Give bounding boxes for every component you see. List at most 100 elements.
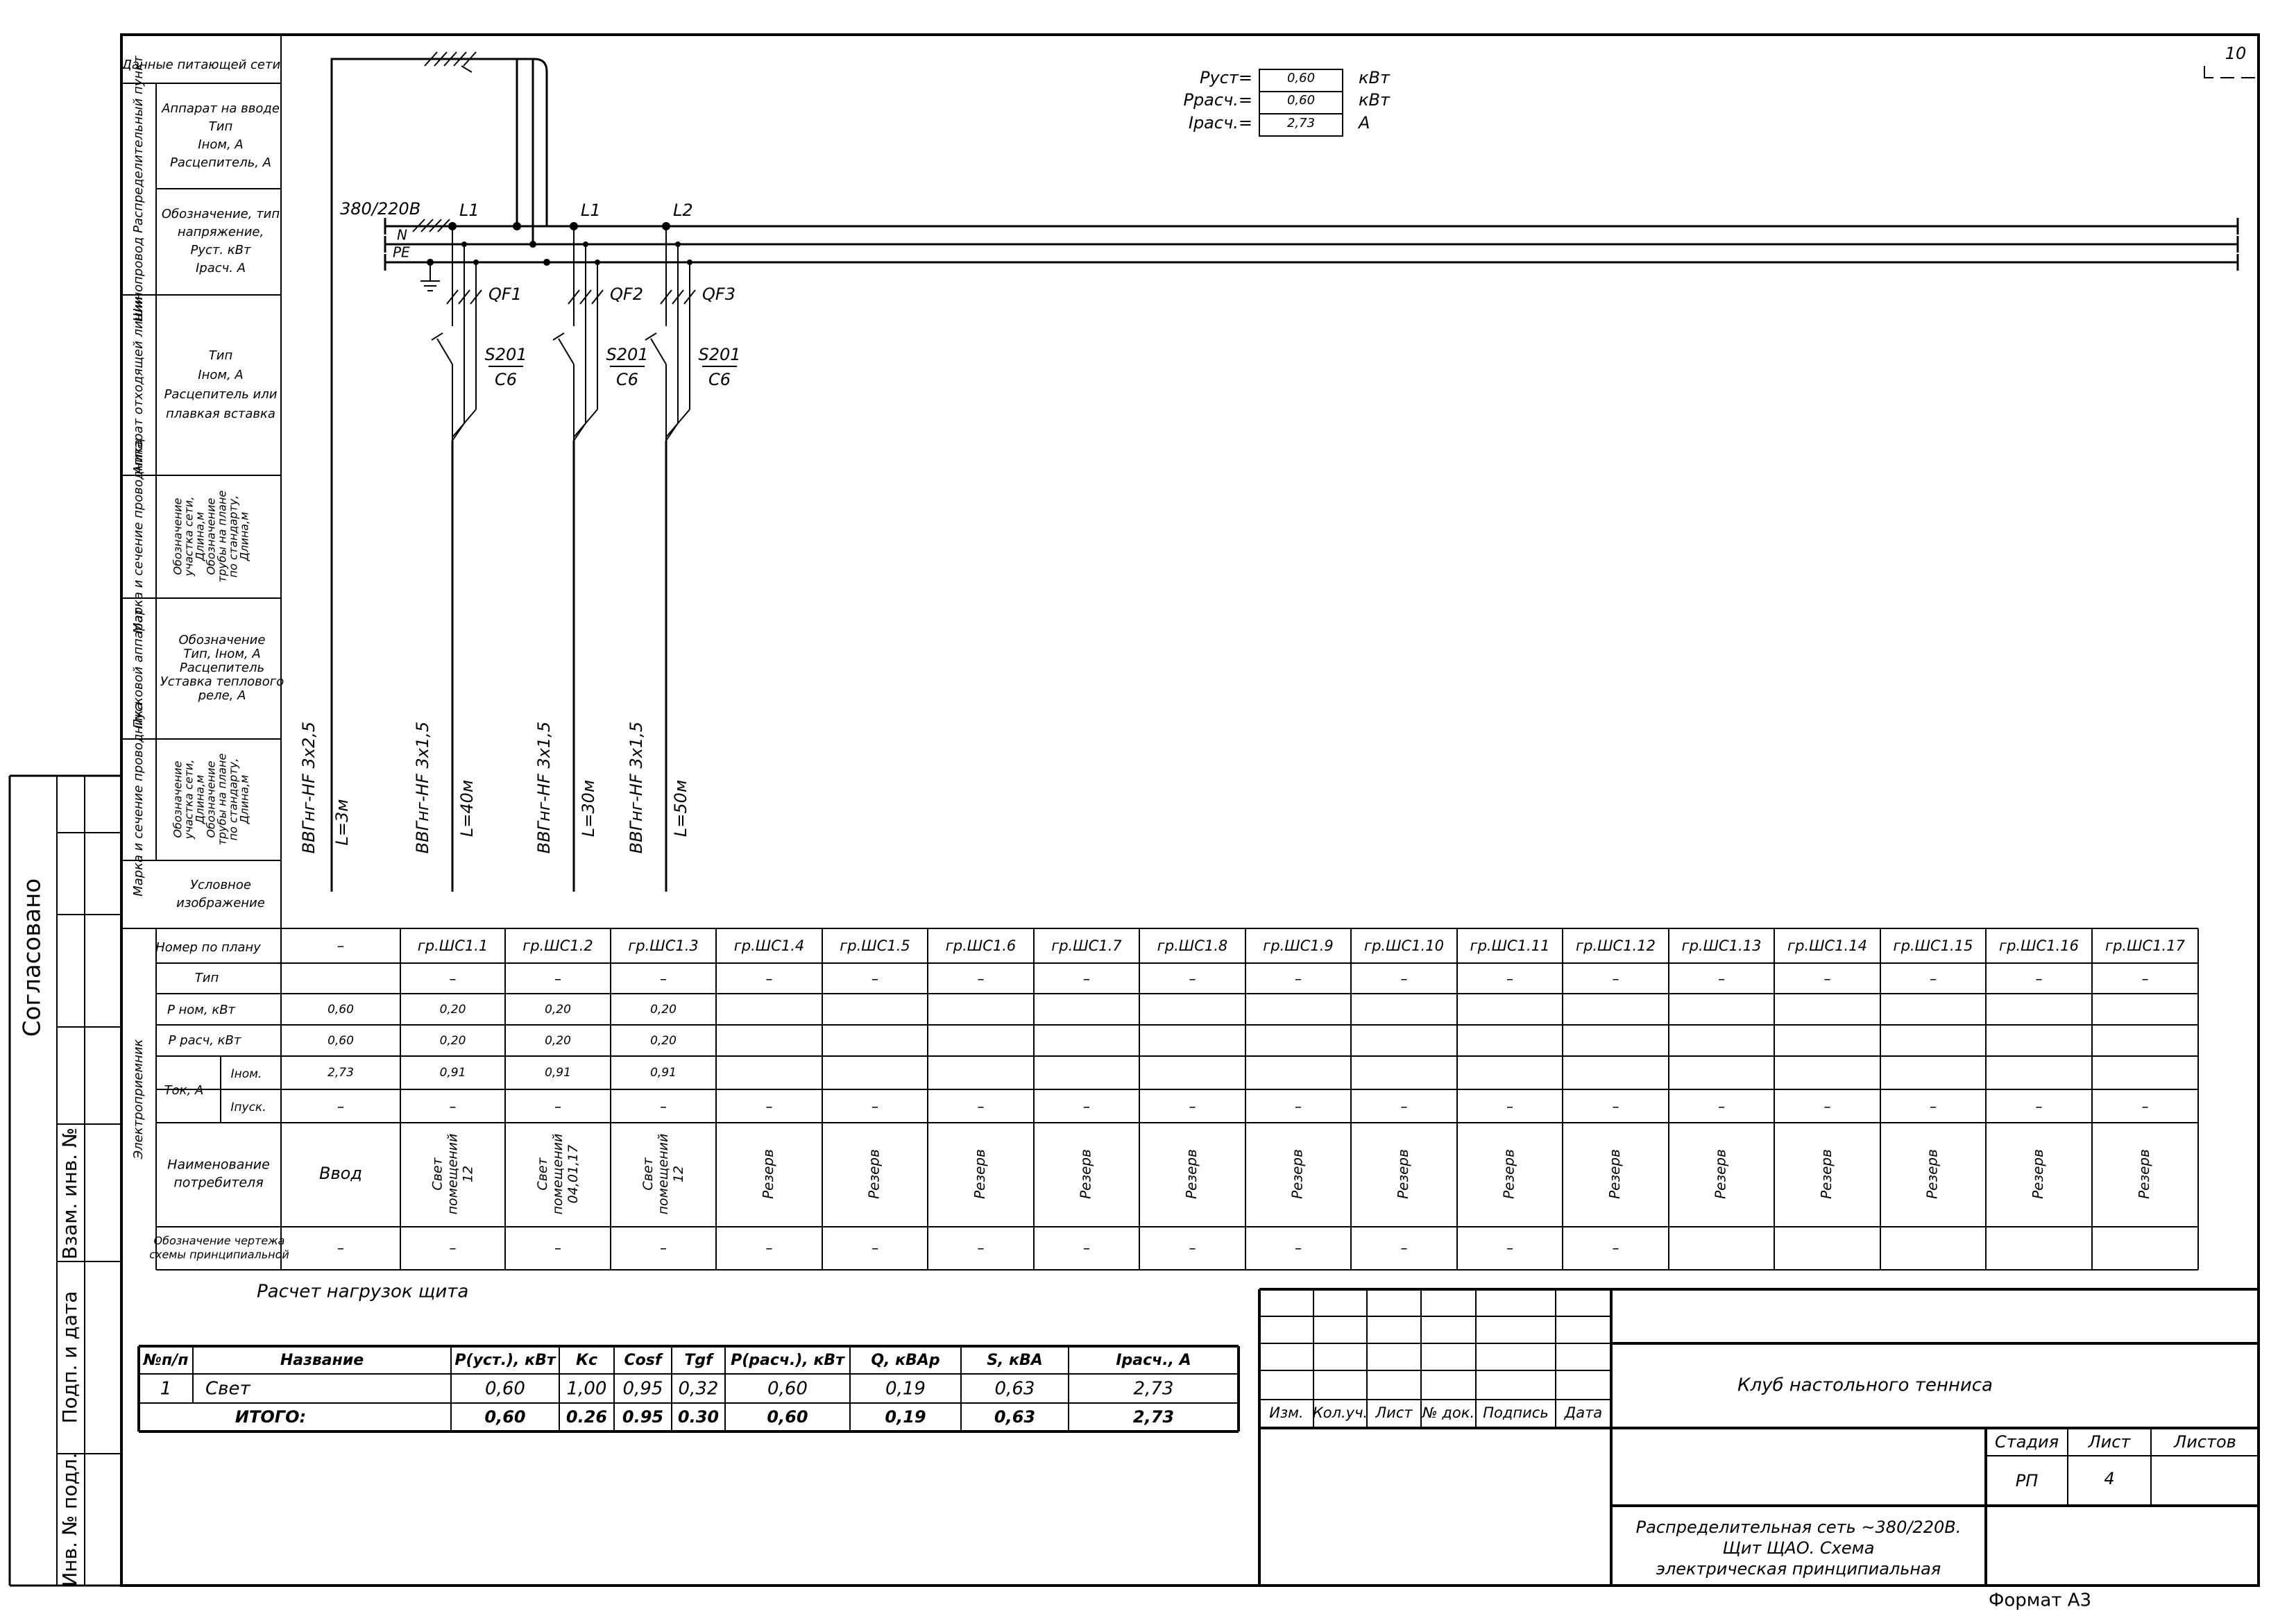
cable-core [665, 409, 690, 438]
summary-unit: кВт [1359, 90, 1391, 110]
breaker-tick [470, 289, 482, 305]
calc-total-cell: 0.95 [622, 1407, 663, 1427]
junction-dot [513, 222, 521, 230]
consumer-type: – [2142, 971, 2149, 987]
breaker-tick [672, 289, 684, 305]
consumer-istart: – [554, 1098, 561, 1115]
conductor-tick [429, 219, 442, 232]
consumer-inom: 0,91 [545, 1066, 571, 1080]
consumer-name: Резерв [1289, 1149, 1306, 1199]
summary-label: Руст= [1200, 68, 1252, 87]
row-label-type: Тип [195, 971, 219, 985]
consumer-type: – [1824, 971, 1831, 987]
calc-cell: 1 [160, 1379, 172, 1400]
consumer-type: – [554, 971, 561, 987]
rev-header: Подпись [1483, 1404, 1548, 1421]
label: Длина,м [238, 512, 251, 562]
consumer-type: – [660, 971, 667, 987]
summary-unit: кВт [1359, 68, 1391, 87]
label: схемы принципиальной [149, 1248, 289, 1261]
calc-cell: 0,95 [623, 1379, 663, 1400]
calc-cell: 0,19 [885, 1379, 926, 1400]
drawing-title: Щит ЩАО. Схема [1723, 1538, 1875, 1558]
input-cable-mark: ВВГнг-HF 3х2,5 [299, 722, 318, 853]
consumer-number: гр.ШС1.10 [1364, 937, 1444, 954]
summary-box [1259, 69, 1343, 137]
label: плавкая вставка [166, 407, 275, 421]
breaker-contact [431, 332, 443, 341]
consumer-istart: – [2142, 1098, 2149, 1115]
calc-header: Iрасч., А [1116, 1352, 1191, 1369]
consumer-number: гр.ШС1.2 [522, 937, 593, 954]
breaker-tick [591, 289, 604, 305]
consumer-name: Резерв [866, 1149, 883, 1199]
breaker-id: QF2 [610, 284, 643, 304]
consumer-number: – [337, 937, 345, 954]
consumer-istart: – [337, 1098, 344, 1115]
calc-cell: 0,32 [679, 1379, 719, 1400]
label: Уставка теплового [160, 674, 284, 689]
consumer-number: гр.ШС1.15 [1894, 937, 1973, 954]
incoming-feeder [330, 58, 548, 892]
label: потребителя [173, 1175, 263, 1191]
rev-header: Лист [1375, 1404, 1413, 1421]
consumer-name: Резерв [1818, 1149, 1835, 1199]
conductor-tick [434, 51, 448, 67]
breaker-tick [446, 289, 459, 305]
stage-label: Стадия [1995, 1432, 2059, 1452]
conductor-tick [412, 219, 425, 232]
breaker-tick [683, 289, 696, 305]
label: по стандарту, [227, 495, 240, 578]
legend-outgoing-group: Аппарат отходящей линии [131, 296, 146, 475]
consumer-istart: – [1506, 1098, 1513, 1115]
label: Наименование [167, 1157, 270, 1173]
consumer-inom: 2,73 [328, 1066, 354, 1080]
sheet-label: Лист [2088, 1432, 2132, 1452]
bus-neutral-label: N [397, 227, 407, 244]
calc-header: Cosf [624, 1352, 663, 1369]
breaker-id: QF1 [488, 284, 522, 304]
breaker-type: S201 [606, 345, 648, 364]
consumer-istart: – [1718, 1098, 1725, 1115]
load-calc-title: Расчет нагрузок щита [257, 1282, 468, 1302]
breaker-blade [558, 338, 575, 365]
legend-conductor-group: Марка и сечение проводника [131, 702, 146, 897]
legend-conductor-group: Марка и сечение проводника [131, 439, 146, 634]
consumer-inom: 0,91 [650, 1066, 677, 1080]
calc-header: Кс [576, 1352, 597, 1369]
calc-total-cell: 0,63 [994, 1407, 1035, 1427]
label: изображение [176, 896, 265, 910]
cable-length: L=50м [671, 780, 690, 837]
calc-cell: 0,63 [995, 1379, 1035, 1400]
consumer-pcalc: 0,20 [545, 1034, 571, 1048]
cable-length: L=30м [579, 780, 598, 837]
label: Тип [209, 119, 233, 134]
label: участка сети, [182, 760, 196, 840]
consumer-drawing: – [337, 1240, 344, 1257]
consumer-istart: – [450, 1098, 457, 1115]
consumer-type: – [978, 971, 985, 987]
consumer-name: Светпомещений12 [430, 1134, 475, 1215]
consumer-name: Светпомещений04,01,17 [535, 1134, 581, 1215]
consumer-pnom: 0,60 [328, 1003, 354, 1017]
calc-header: №п/п [143, 1352, 189, 1369]
label: Обозначение чертежа [154, 1234, 285, 1248]
consumer-pcalc: 0,60 [328, 1034, 354, 1048]
consumer-number: гр.ШС1.17 [2105, 937, 2186, 954]
consumer-name: Резерв [1183, 1149, 1200, 1199]
format-label: Формат А3 [1989, 1590, 2091, 1611]
consumer-type: – [1718, 971, 1725, 987]
label: Тип [209, 348, 233, 363]
consumer-type: – [1401, 971, 1408, 987]
calc-header: Q, кВАр [871, 1352, 939, 1369]
conductor-tick [463, 51, 477, 67]
calc-total-cell: 0,60 [767, 1407, 808, 1427]
label: Длина,м [194, 512, 207, 562]
calc-total-cell: ИТОГО: [235, 1407, 306, 1427]
bus-voltage: 380/220В [340, 199, 420, 219]
consumer-drawing: – [1613, 1240, 1619, 1257]
consumer-drawing: – [766, 1240, 773, 1257]
consumer-name: Ввод [319, 1164, 362, 1183]
